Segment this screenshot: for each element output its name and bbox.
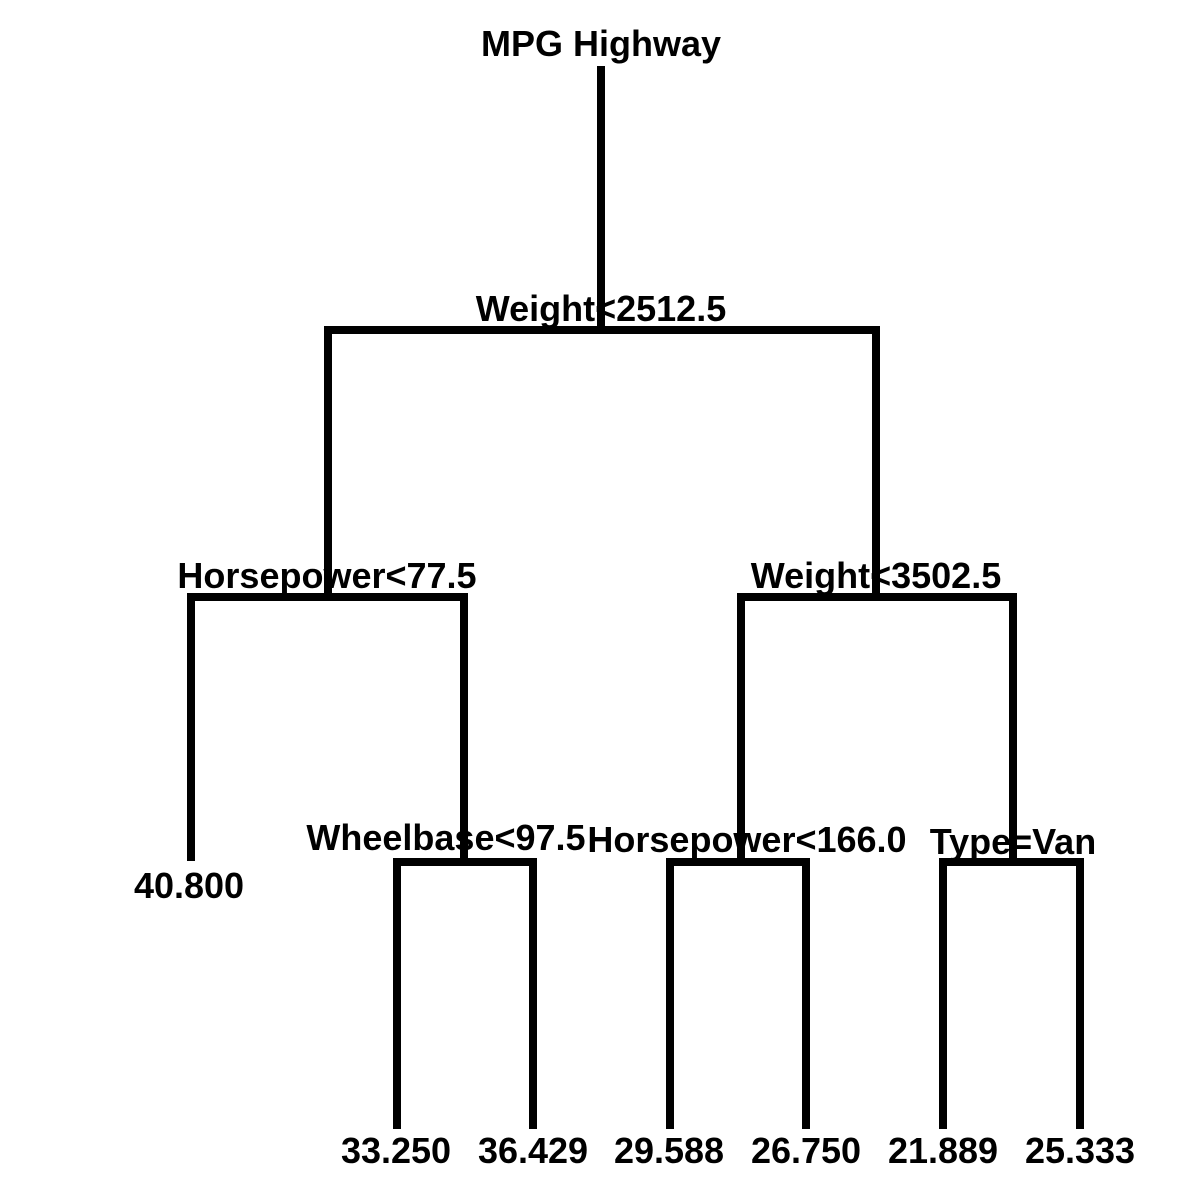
right-split-label: Weight<3502.5 [751,555,1001,596]
leaf-value-2: 33.250 [341,1130,451,1171]
type-split-label: Type=Van [930,821,1096,862]
leaf-value-3: 36.429 [478,1130,588,1171]
leaf-value-4: 29.588 [614,1130,724,1171]
horsepower2-split-label: Horsepower<166.0 [587,819,906,860]
leaf-value-5: 26.750 [751,1130,861,1171]
wheelbase-split-label: Wheelbase<97.5 [306,817,585,858]
tree-title: MPG Highway [481,23,721,64]
leaf-value-1: 40.800 [134,865,244,906]
left-split-label: Horsepower<77.5 [177,555,476,596]
leaf-value-7: 25.333 [1025,1130,1135,1171]
leaf-value-6: 21.889 [888,1130,998,1171]
root-split-label: Weight<2512.5 [476,288,726,329]
